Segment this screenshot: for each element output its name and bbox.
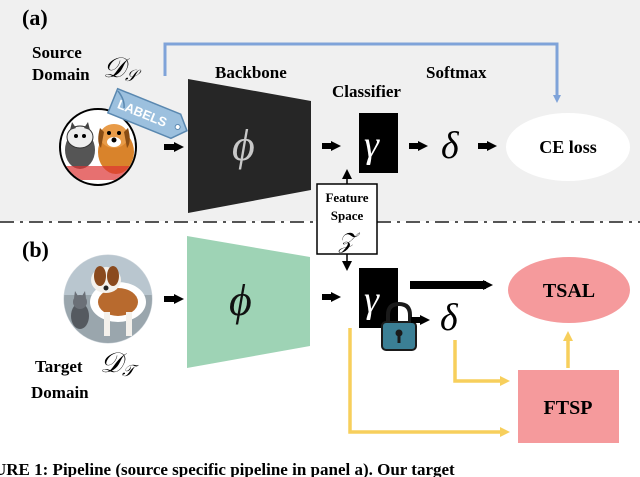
backbone-encoder-source — [188, 79, 311, 213]
target-image — [62, 253, 154, 345]
phi-symbol-target: ϕ — [229, 276, 252, 325]
feature-space-symbol: 𝒵 — [338, 228, 361, 253]
figure-caption: URE 1: Pipeline (source specific pipelin… — [0, 461, 455, 477]
arrow-classifier-to-ftsp — [348, 328, 510, 437]
phi-symbol-source: ϕ — [232, 121, 255, 170]
ftsp-node — [518, 370, 619, 443]
source-image — [59, 108, 137, 186]
panel-a-label: (a) — [22, 5, 48, 30]
ce-loss-node — [506, 113, 630, 181]
panel-b: (b) ϕ — [22, 236, 630, 443]
lock-icon — [381, 301, 417, 351]
arrow-softmax-to-ftsp — [453, 340, 510, 386]
target-domain-subscript: 𝒯 — [122, 363, 139, 380]
backbone-label: Backbone — [215, 63, 287, 82]
ftsp-text: FTSP — [544, 397, 593, 419]
classifier-block-source — [359, 113, 398, 173]
gamma-symbol-source: γ — [364, 124, 380, 166]
feature-space-line1: Feature — [325, 190, 368, 205]
softmax-label: Softmax — [426, 63, 487, 82]
panel-b-label: (b) — [22, 237, 49, 262]
source-domain-line2: Domain — [32, 65, 90, 84]
delta-symbol-source: δ — [441, 125, 460, 167]
tsal-node — [508, 257, 630, 323]
backbone-encoder-target — [187, 236, 310, 368]
ce-loss-text: CE loss — [539, 137, 597, 157]
delta-symbol-target: δ — [440, 297, 459, 339]
classifier-label: Classifier — [332, 82, 401, 101]
label-route-arrow — [163, 42, 561, 103]
feature-space-box — [316, 183, 378, 255]
feature-space: Feature Space 𝒵 — [316, 169, 378, 271]
source-domain-line1: Source — [32, 43, 82, 62]
tsal-text: TSAL — [543, 280, 595, 302]
target-domain-line1: Target — [35, 357, 83, 376]
labels-tag-string — [117, 90, 125, 109]
classifier-block-target — [359, 268, 398, 328]
feature-space-line2: Space — [331, 208, 364, 223]
gamma-symbol-target: γ — [364, 279, 380, 321]
target-domain-line2: Domain — [31, 383, 89, 402]
